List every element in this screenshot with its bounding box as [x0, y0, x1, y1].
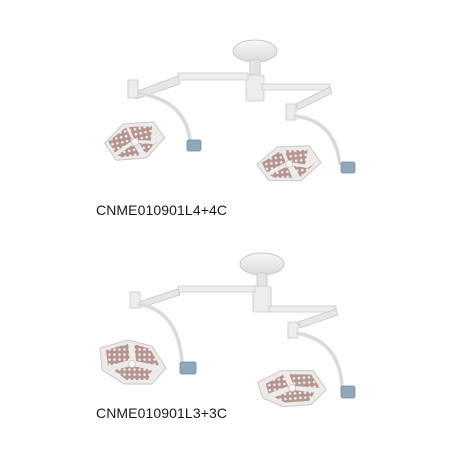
- ceiling-canopy: [239, 252, 285, 276]
- left-handle: [186, 139, 202, 152]
- model-label-2: CNME010901L3+3C: [96, 405, 228, 421]
- left-handle: [179, 361, 197, 375]
- model-label-1: CNME010901L4+4C: [96, 202, 228, 218]
- right-light-head: [257, 369, 327, 408]
- left-light-head: [99, 339, 167, 385]
- surgical-lamp-3-plus-3: [99, 252, 356, 408]
- right-handle: [340, 161, 356, 174]
- left-light-head: [103, 121, 166, 161]
- surgical-lamp-4-plus-4: [103, 39, 356, 182]
- ceiling-canopy: [232, 39, 278, 63]
- right-arm: [261, 83, 331, 91]
- right-light-head: [256, 145, 322, 182]
- right-arm: [268, 305, 337, 313]
- right-handle: [340, 385, 356, 399]
- left-arm: [177, 72, 249, 81]
- central-hub: [252, 285, 272, 313]
- left-arm: [177, 285, 256, 293]
- central-hub: [245, 74, 265, 102]
